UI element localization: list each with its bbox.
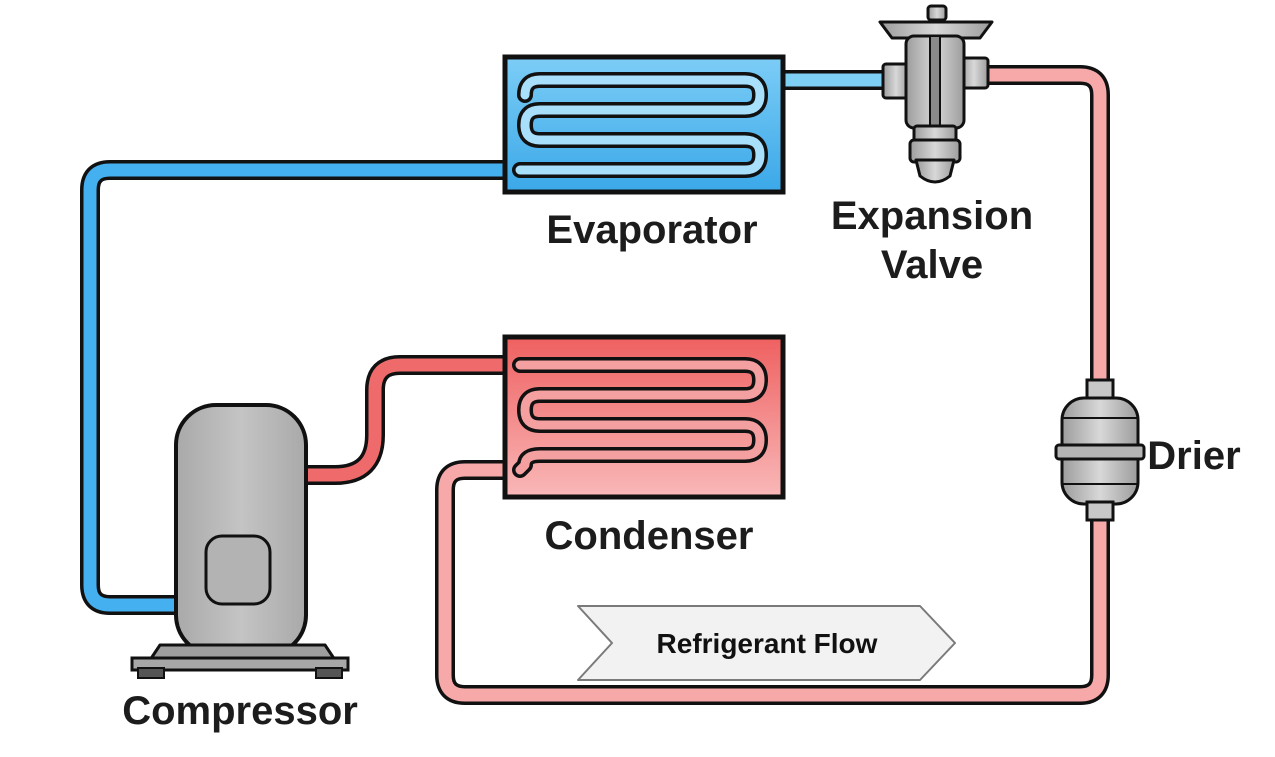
drier-label: Drier — [1147, 434, 1240, 478]
drier — [1054, 378, 1146, 522]
refrigerant-flow-arrow: Refrigerant Flow — [577, 605, 956, 681]
compressor — [130, 403, 350, 679]
refrigerant-flow-label: Refrigerant Flow — [657, 628, 878, 659]
expansion-valve-label-line1: Expansion — [831, 194, 1033, 238]
evaporator — [502, 54, 786, 195]
compressor-label: Compressor — [122, 689, 358, 733]
condenser-label: Condenser — [545, 514, 754, 558]
discharge-line — [300, 355, 520, 485]
suction-line — [80, 160, 520, 615]
liquid-line — [435, 65, 1110, 705]
condenser — [502, 334, 786, 500]
expansion-valve — [878, 4, 994, 184]
expansion-valve-label-line2: Valve — [881, 243, 983, 287]
evaporator-label: Evaporator — [546, 208, 757, 252]
